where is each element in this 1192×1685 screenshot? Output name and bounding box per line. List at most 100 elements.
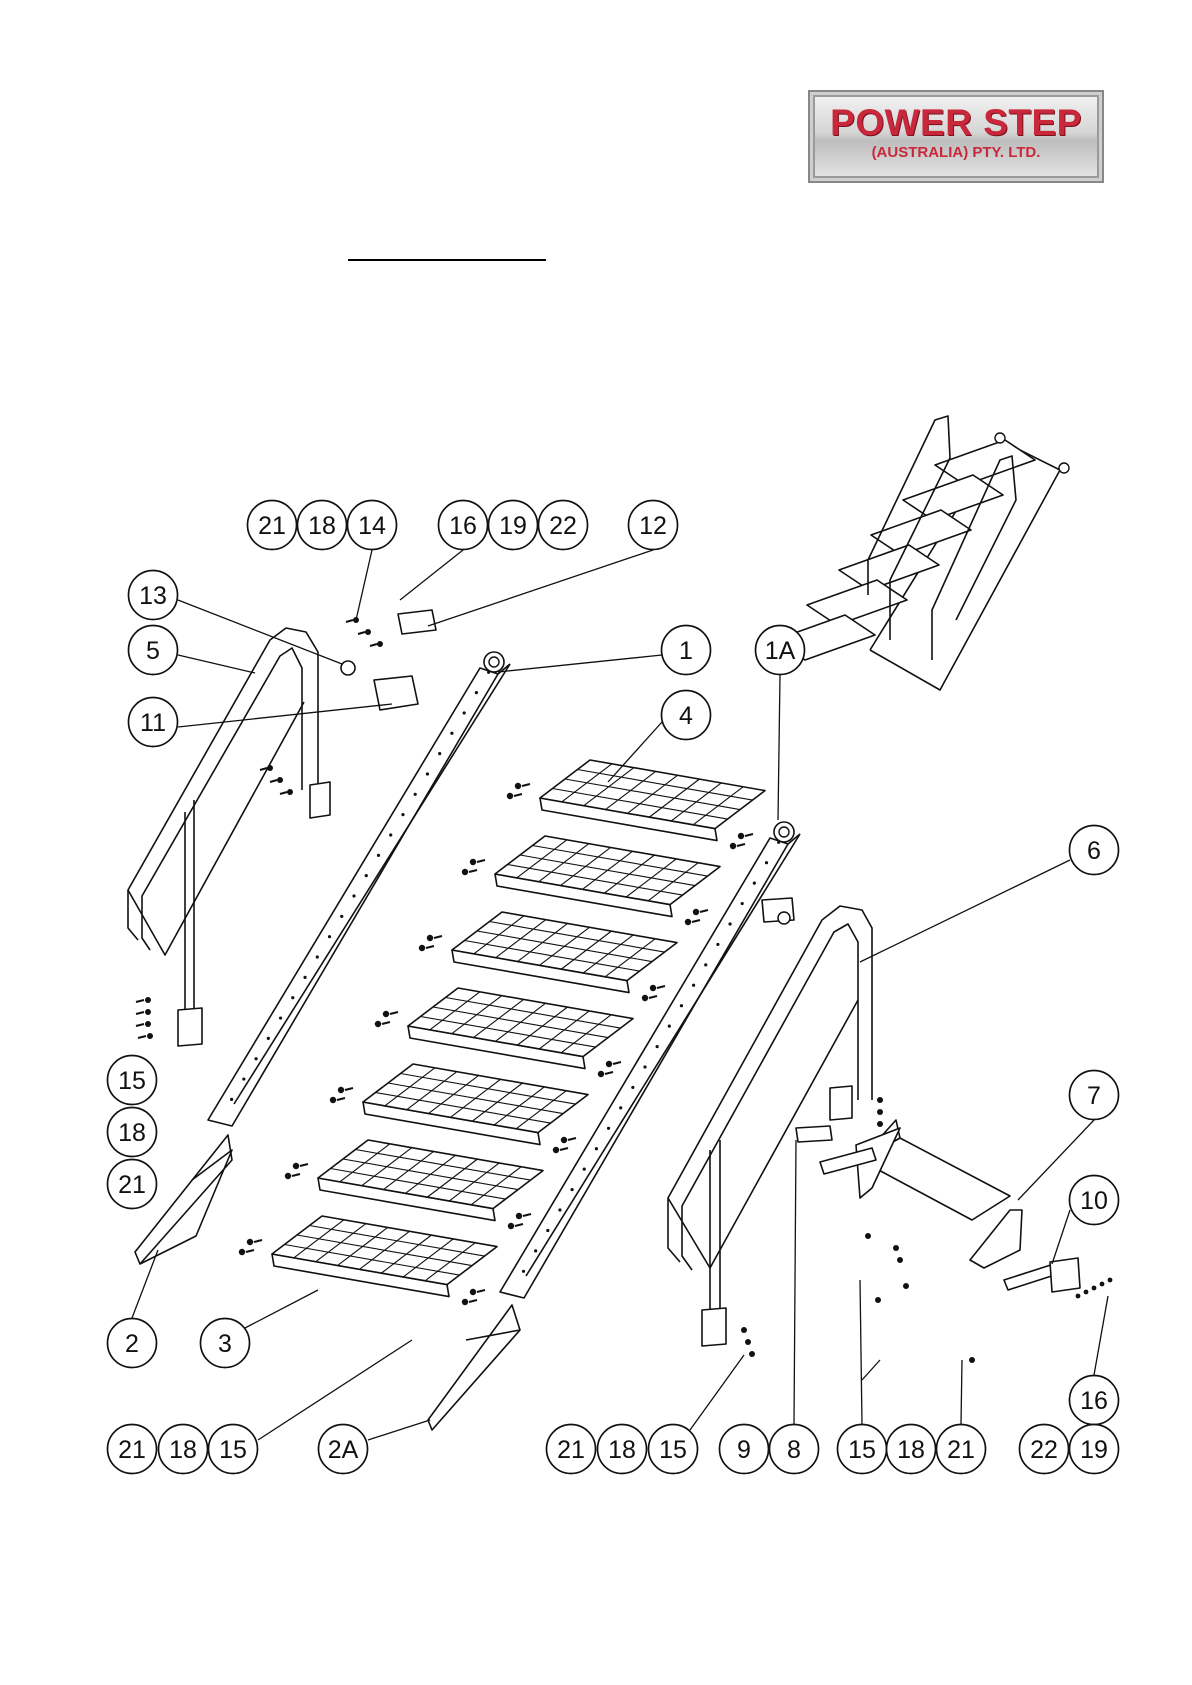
tread-6-bolt — [516, 1213, 522, 1219]
balloon-b-2a: 2A — [319, 1425, 368, 1474]
tread-7 — [239, 1216, 497, 1305]
balloon-b-14: 14 — [348, 501, 397, 550]
chain-link-16 — [1084, 1290, 1089, 1295]
stringer-1a-hole — [522, 1270, 525, 1273]
balloon-b-11: 11 — [129, 698, 178, 747]
plate-2a — [428, 1305, 520, 1430]
stringer-1-hole — [352, 894, 355, 897]
leader-b-14 — [356, 550, 372, 620]
fastener-left-shank — [136, 1000, 144, 1002]
leader-b-16-a — [400, 550, 463, 600]
handrail-left-foot — [178, 1008, 202, 1046]
base-fastener — [875, 1297, 881, 1303]
balloon-b-21-b: 21 — [108, 1160, 157, 1209]
tread-4-bolt — [383, 1011, 389, 1017]
balloon-label: 7 — [1087, 1082, 1101, 1110]
balloon-b-13: 13 — [129, 571, 178, 620]
base-fastener — [745, 1339, 751, 1345]
balloon-label: 5 — [146, 637, 160, 665]
stringer-1-hole — [389, 833, 392, 836]
leader-b-15-c — [690, 1355, 744, 1430]
stringer-1-hole — [426, 772, 429, 775]
fastener-left — [147, 1033, 153, 1039]
balloon-label: 13 — [139, 582, 167, 610]
balloon-label: 15 — [219, 1436, 247, 1464]
balloon-b-15-b: 15 — [209, 1425, 258, 1474]
tread-7-bolt-shank — [246, 1250, 254, 1252]
balloon-label: 22 — [549, 512, 577, 540]
stringer-1a-hole — [728, 922, 731, 925]
stringer-1 — [208, 652, 510, 1126]
hook-12 — [398, 610, 436, 634]
balloon-label: 15 — [848, 1436, 876, 1464]
tread-6-bolt — [285, 1173, 291, 1179]
tread-7-bolt — [247, 1239, 253, 1245]
balloon-b-18-d: 18 — [598, 1425, 647, 1474]
tread-2-bolt-shank — [700, 910, 708, 912]
balloon-label: 10 — [1080, 1187, 1108, 1215]
tread-2-bolt — [462, 869, 468, 875]
stringer-1a-hole — [558, 1208, 561, 1211]
stringer-1-hole — [279, 1016, 282, 1019]
stringer-1a-hole — [571, 1188, 574, 1191]
leader-b-10 — [1052, 1210, 1070, 1264]
base-fastener — [969, 1357, 975, 1363]
tread-3-bolt — [427, 935, 433, 941]
tread-6-bolt-shank — [515, 1224, 523, 1226]
balloon-label: 19 — [499, 512, 527, 540]
balloon-label: 18 — [608, 1436, 636, 1464]
stringer-1a-hole — [692, 984, 695, 987]
balloon-label: 18 — [897, 1436, 925, 1464]
fastener-top-shank — [346, 620, 353, 622]
chain-link-16 — [1100, 1282, 1105, 1287]
balloon-b-22-a: 22 — [539, 501, 588, 550]
leader-b-15-d — [860, 1280, 862, 1424]
tread-7-bolt — [239, 1249, 245, 1255]
balloon-label: 21 — [118, 1436, 146, 1464]
stringer-1-hole — [316, 955, 319, 958]
balloon-b-18-c: 18 — [159, 1425, 208, 1474]
leader-b-11 — [178, 704, 392, 727]
fastener-top — [277, 777, 283, 783]
stringer-1a-hole — [668, 1025, 671, 1028]
balloon-b-5: 5 — [129, 626, 178, 675]
tread-7-bolt-shank — [254, 1240, 262, 1242]
fastener-left-shank — [138, 1036, 146, 1038]
balloon-label: 15 — [118, 1067, 146, 1095]
leader-b-3 — [245, 1290, 318, 1328]
tread-5-bolt-shank — [560, 1148, 568, 1150]
tread-5-bolt — [561, 1137, 567, 1143]
tread-2-bolt-shank — [477, 860, 485, 862]
base-fastener — [903, 1283, 909, 1289]
balloon-label: 21 — [118, 1171, 146, 1199]
fastener-left — [145, 997, 151, 1003]
balloon-label: 22 — [1030, 1436, 1058, 1464]
balloon-b-18-b: 18 — [108, 1108, 157, 1157]
tread-3-bolt-shank — [649, 996, 657, 998]
balloon-label: 14 — [358, 512, 386, 540]
balloon-b-6: 6 — [1070, 826, 1119, 875]
handrail-left-top-plate — [310, 782, 330, 818]
chain-link-16 — [1108, 1278, 1113, 1283]
tread-5-bolt-shank — [568, 1138, 576, 1140]
tread-3-bolt — [642, 995, 648, 1001]
leader-b-1 — [498, 655, 662, 672]
tread-1-bolt-shank — [522, 784, 530, 786]
tread-5-bolt-shank — [337, 1098, 345, 1100]
tread-6-bolt — [293, 1163, 299, 1169]
balloon-b-22-b: 22 — [1020, 1425, 1069, 1474]
balloon-b-16-b: 16 — [1070, 1376, 1119, 1425]
tread-4-bolt-shank — [390, 1012, 398, 1014]
tread-3-bolt-shank — [434, 936, 442, 938]
leader-b-5 — [178, 655, 255, 673]
stringer-1a-hole — [534, 1249, 537, 1252]
stringer-1-hole — [487, 671, 490, 674]
stringer-1-hole — [438, 752, 441, 755]
stringer-1a-hole — [546, 1229, 549, 1232]
balloon-b-19-b: 19 — [1070, 1425, 1119, 1474]
tread-6-bolt-shank — [523, 1214, 531, 1216]
fastener-left — [145, 1009, 151, 1015]
balloon-label: 2A — [328, 1436, 359, 1464]
tread-2-bolt-shank — [692, 920, 700, 922]
